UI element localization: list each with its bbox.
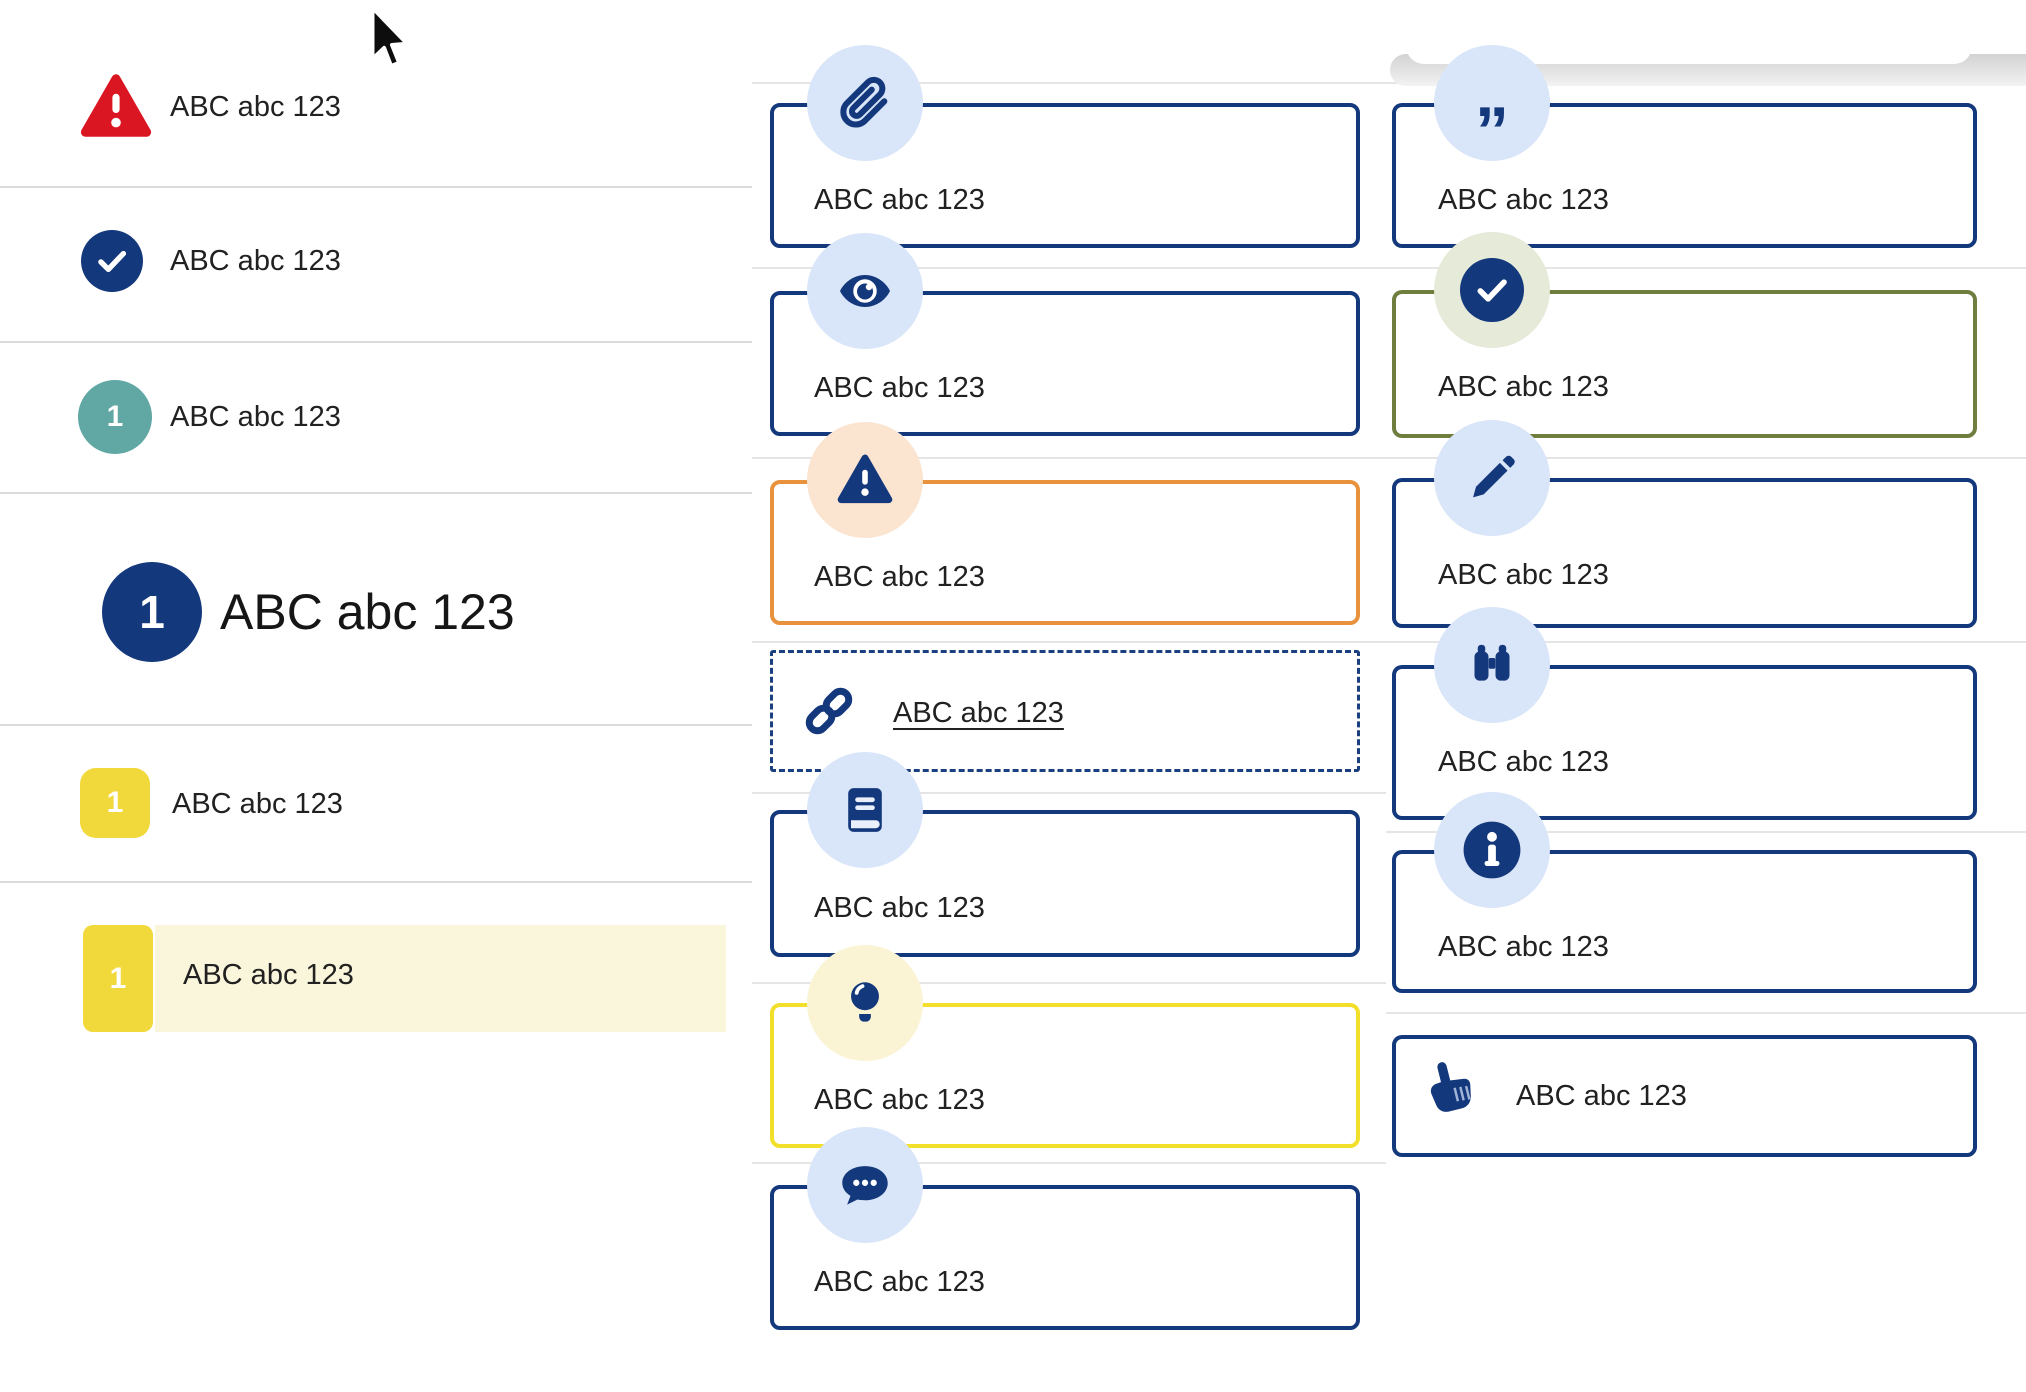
yellow-number-badge: 1 [83,925,153,1032]
card-label: ABC abc 123 [814,1083,985,1116]
highlighted-row[interactable] [155,925,726,1032]
pencil-icon [1434,420,1550,536]
list-item-label: ABC abc 123 [170,90,341,123]
divider [0,492,752,494]
svg-text:”: ” [1475,93,1509,132]
row-separator [752,82,2026,84]
row-separator [752,267,1386,269]
yellow-number-badge: 1 [80,768,150,838]
divider [0,186,752,188]
card-label: ABC abc 123 [814,183,985,216]
card-label: ABC abc 123 [1438,183,1609,216]
divider [0,341,752,343]
card-label: ABC abc 123 [1438,745,1609,778]
book-icon [807,752,923,868]
callout-card-action [1392,1035,1977,1157]
binoculars-icon [1434,607,1550,723]
card-label: ABC abc 123 [814,891,985,924]
list-item-label: ABC abc 123 [170,244,341,277]
teal-number-badge: 1 [78,380,152,454]
card-label: ABC abc 123 [1438,558,1609,591]
divider [0,881,752,883]
badge-number: 1 [106,400,124,433]
lightbulb-icon [807,945,923,1061]
card-label: ABC abc 123 [814,1265,985,1298]
card-label: ABC abc 123 [1438,930,1609,963]
card-label: ABC abc 123 [1516,1079,1687,1112]
card-link-label[interactable]: ABC abc 123 [893,696,1064,729]
divider [0,724,752,726]
badge-number: 1 [139,586,165,638]
row-separator [752,792,1386,794]
row-separator [752,641,1386,643]
callout-card-link[interactable] [770,650,1360,772]
row-separator [1386,831,2026,833]
badge-number: 1 [106,786,124,819]
row-separator [1386,457,2026,459]
large-number-badge: 1 [102,562,202,662]
card-label: ABC abc 123 [814,371,985,404]
quote-icon: ” [1434,45,1550,161]
warning-triangle-icon [807,422,923,538]
card-label: ABC abc 123 [814,560,985,593]
list-item-label: ABC abc 123 [170,400,341,433]
link-icon [797,679,861,743]
hand-pointer-icon [1418,1054,1484,1120]
row-separator [1386,1012,2026,1014]
eye-icon [807,233,923,349]
check-circle-icon [1434,232,1550,348]
info-icon [1434,792,1550,908]
card-label: ABC abc 123 [1438,370,1609,403]
paperclip-icon [807,45,923,161]
badge-number: 1 [109,961,127,995]
row-separator [1386,641,2026,643]
row-separator [752,982,1386,984]
row-separator [752,457,1386,459]
list-item-label: ABC abc 123 [183,958,354,991]
row-separator [752,1162,1386,1164]
list-item-label-large: ABC abc 123 [220,584,515,640]
row-separator [1386,267,2026,269]
chat-icon [807,1127,923,1243]
list-item-label: ABC abc 123 [172,787,343,820]
check-circle-icon [81,230,143,292]
mouse-pointer-icon [360,4,410,70]
warning-triangle-icon [80,74,152,140]
